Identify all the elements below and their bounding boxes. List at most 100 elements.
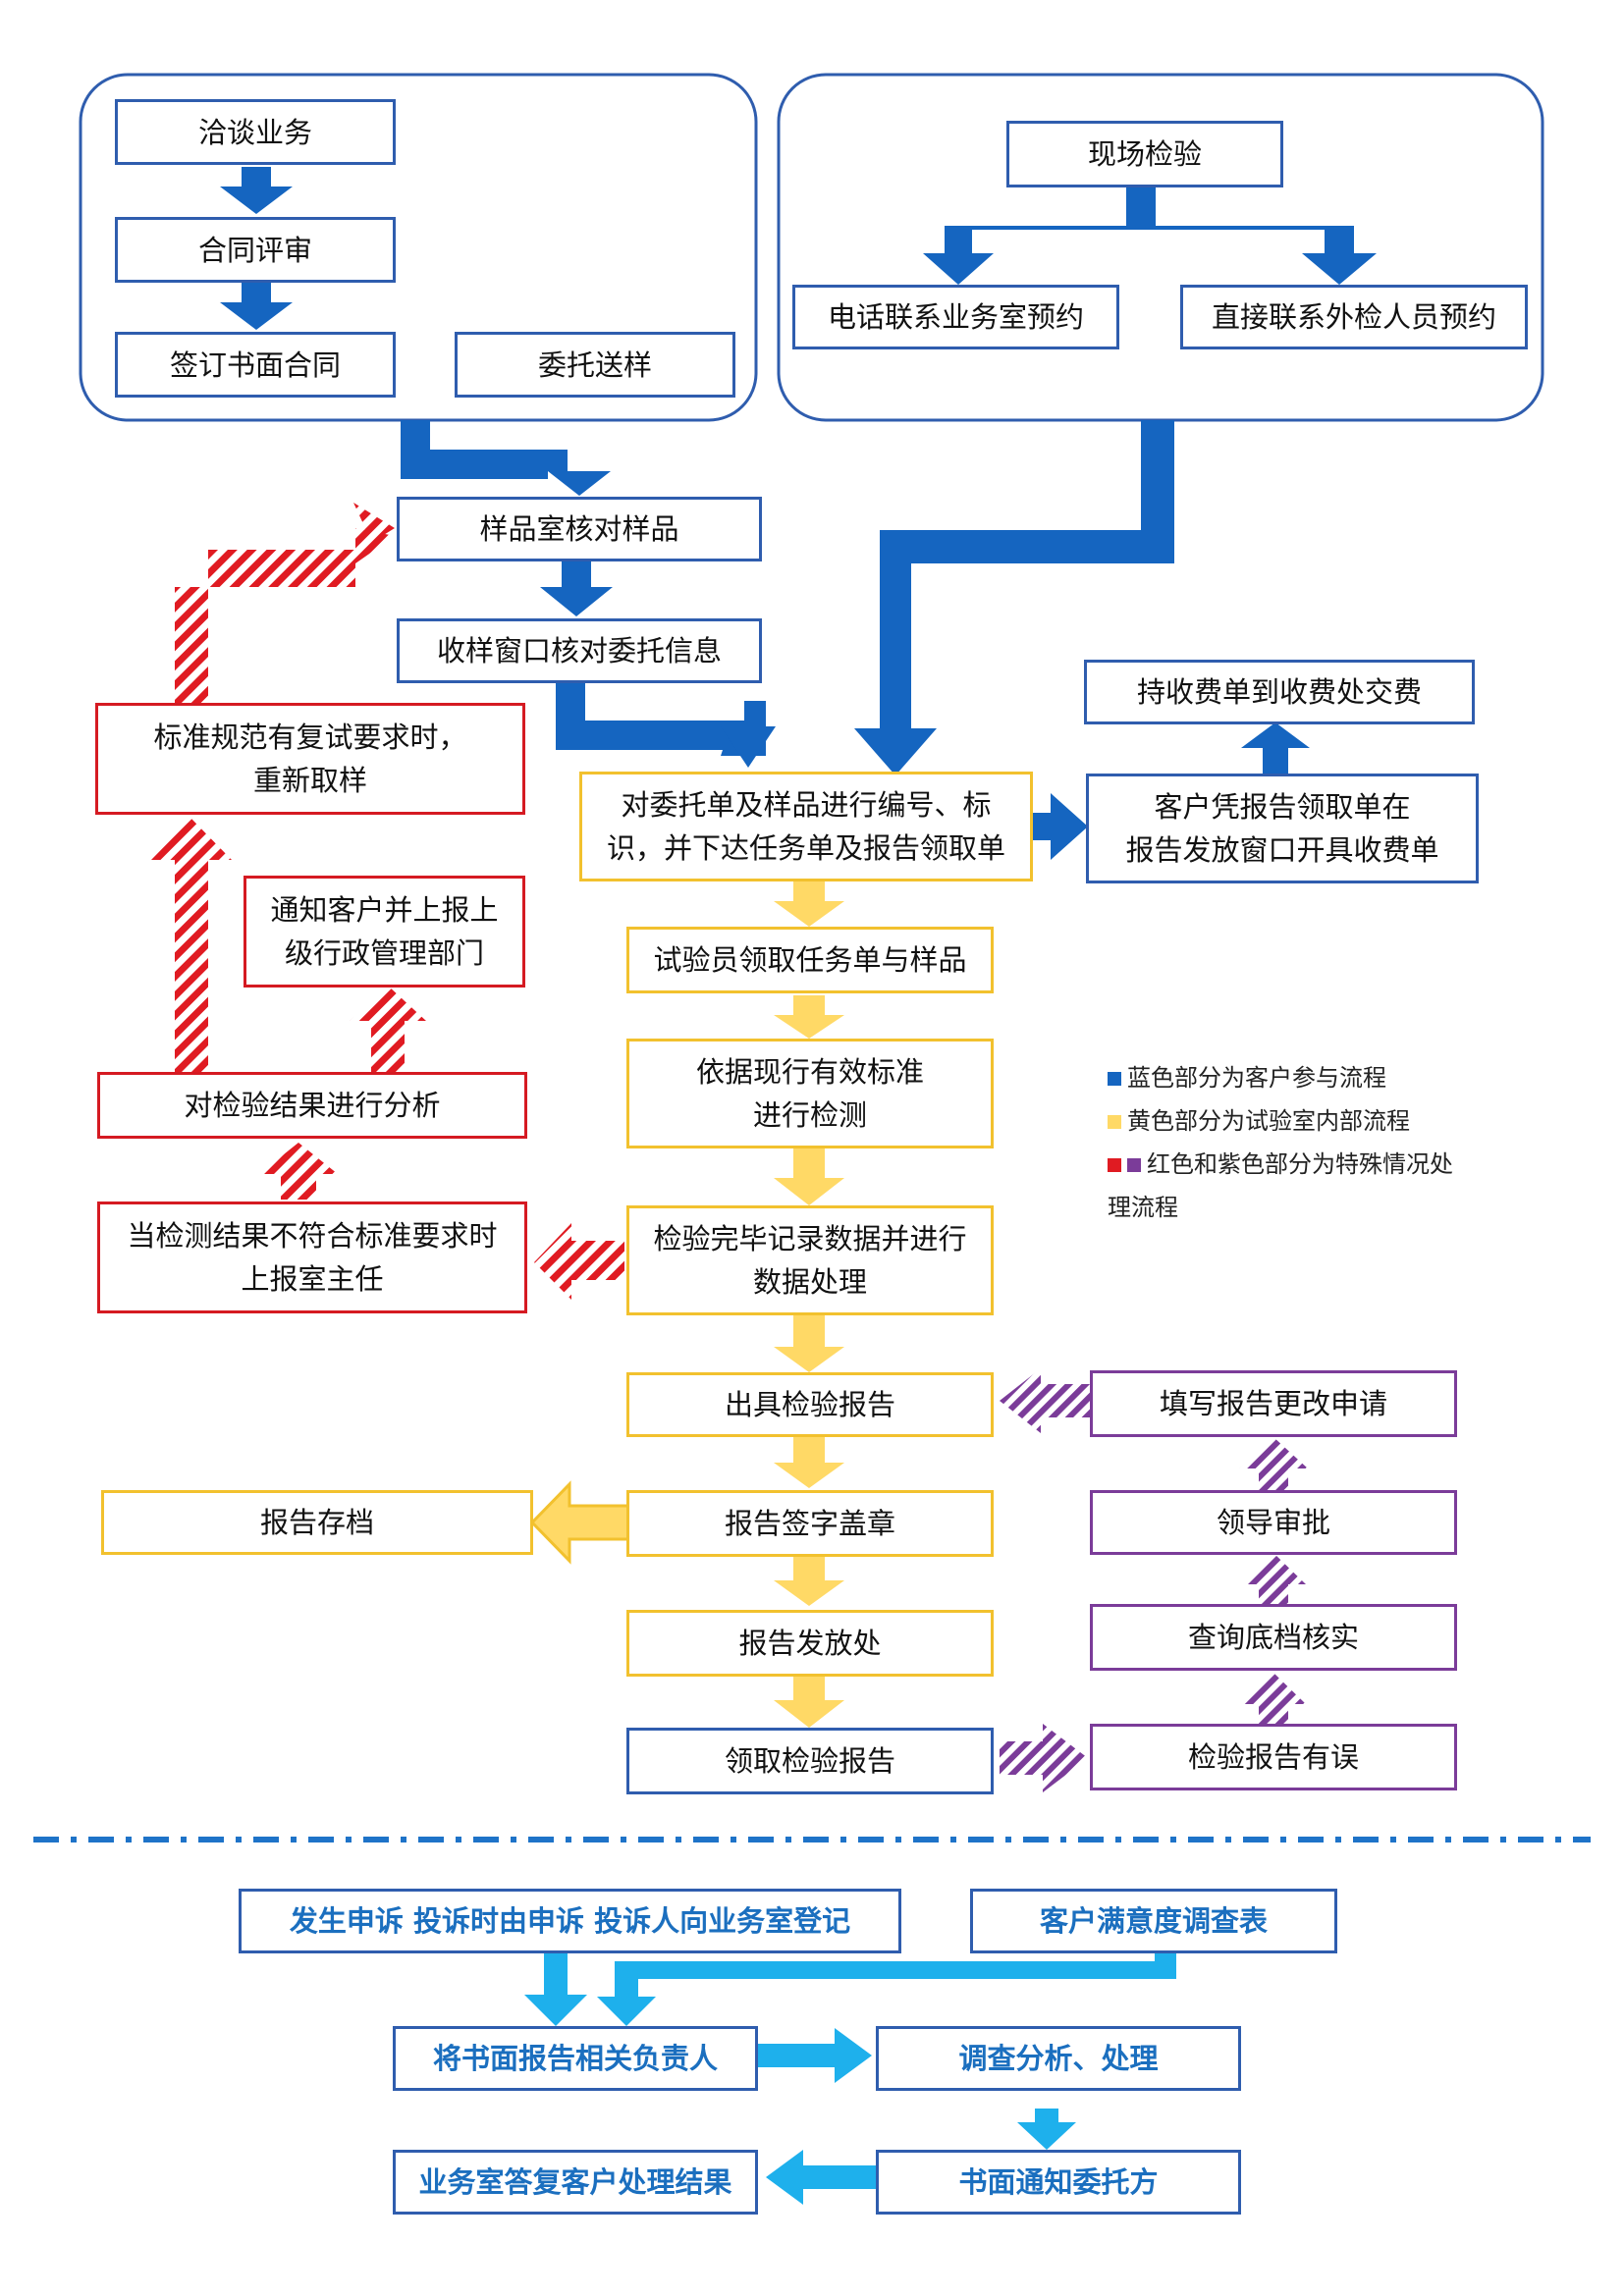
notify-client-line-1: 通知客户并上报上 bbox=[270, 893, 499, 927]
arrow-window-to-numbering bbox=[556, 683, 766, 756]
tester-receive-label: 试验员领取任务单与样品 bbox=[653, 943, 967, 977]
legend-item-red-purple: 红色和紫色部分为特殊情况处 bbox=[1108, 1147, 1453, 1182]
sample-check-label: 样品室核对样品 bbox=[479, 512, 679, 546]
arrow-verify-to-approval bbox=[1241, 1553, 1306, 1604]
negotiate-label: 洽谈业务 bbox=[197, 115, 312, 149]
arrow-dispatch-to-collect bbox=[774, 1677, 844, 1728]
arrow-record-to-director bbox=[534, 1223, 624, 1300]
reply-client-label: 业务室答复客户处理结果 bbox=[418, 2165, 732, 2199]
arrow-left-group-to-sample-check bbox=[401, 420, 611, 496]
report-director-box: 当检测结果不符合标准要求时 上报室主任 bbox=[97, 1201, 527, 1313]
arrow-complaint-to-responsible bbox=[524, 1953, 587, 2026]
arrow-retest-loop-head bbox=[353, 503, 395, 554]
to-responsible-label: 将书面报告相关负责人 bbox=[432, 2042, 718, 2075]
change-request-box: 填写报告更改申请 bbox=[1090, 1370, 1457, 1437]
retest-resample-line-1: 标准规范有复试要求时， bbox=[153, 721, 467, 754]
fee-slip-box: 客户凭报告领取单在 报告发放窗口开具收费单 bbox=[1086, 774, 1479, 883]
entrust-sample-label: 委托送样 bbox=[537, 347, 652, 382]
survey-box: 客户满意度调查表 bbox=[970, 1889, 1337, 1953]
report-dispatch-box: 报告发放处 bbox=[626, 1610, 994, 1677]
legend-text-yellow: 黄色部分为试验室内部流程 bbox=[1127, 1107, 1410, 1135]
arrow-sign-to-dispatch bbox=[774, 1557, 844, 1606]
arrow-numbering-to-feeslip bbox=[1033, 793, 1088, 860]
investigate-label: 调查分析、处理 bbox=[958, 2042, 1159, 2075]
written-notice-box: 书面通知委托方 bbox=[876, 2150, 1241, 2215]
test-by-standard-line-1: 依据现行有效标准 bbox=[695, 1055, 924, 1089]
test-by-standard-box: 依据现行有效标准 进行检测 bbox=[626, 1039, 994, 1148]
direct-reserve-box: 直接联系外检人员预约 bbox=[1180, 285, 1528, 349]
entrust-sample-box: 委托送样 bbox=[455, 332, 735, 398]
arrow-sample-to-window bbox=[540, 561, 613, 616]
arrow-onsite-to-phone bbox=[923, 187, 1377, 285]
legend-swatch-yellow bbox=[1108, 1115, 1121, 1129]
arrow-feeslip-to-pay bbox=[1241, 722, 1310, 774]
sign-seal-box: 报告签字盖章 bbox=[626, 1490, 994, 1557]
legend-swatch-red bbox=[1108, 1158, 1121, 1172]
arrow-survey-to-responsible bbox=[597, 1953, 1176, 2026]
window-check-box: 收样窗口核对委托信息 bbox=[397, 618, 762, 683]
complaint-label: 发生申诉 投诉时由申诉 投诉人向业务室登记 bbox=[289, 1904, 851, 1938]
arrow-approval-to-change bbox=[1239, 1437, 1308, 1490]
to-responsible-box: 将书面报告相关负责人 bbox=[393, 2026, 758, 2091]
arrow-analyze-to-retest bbox=[151, 819, 232, 1072]
issue-report-box: 出具检验报告 bbox=[626, 1372, 994, 1437]
arrow-numbering-to-tester bbox=[774, 881, 844, 927]
contract-review-box: 合同评审 bbox=[115, 217, 396, 283]
sign-seal-label: 报告签字盖章 bbox=[724, 1507, 895, 1540]
fee-slip-line-2: 报告发放窗口开具收费单 bbox=[1125, 833, 1439, 867]
legend-item-yellow: 黄色部分为试验室内部流程 bbox=[1108, 1103, 1453, 1139]
arrow-test-to-record bbox=[774, 1148, 844, 1205]
numbering-box: 对委托单及样品进行编号、标 识，并下达任务单及报告领取单 bbox=[579, 772, 1033, 881]
legend-text-red-purple-2: 理流程 bbox=[1108, 1194, 1178, 1221]
report-error-box: 检验报告有误 bbox=[1090, 1724, 1457, 1790]
legend-text-blue: 蓝色部分为客户参与流程 bbox=[1127, 1064, 1386, 1092]
phone-reserve-box: 电话联系业务室预约 bbox=[792, 285, 1119, 349]
analyze-result-label: 对检验结果进行分析 bbox=[184, 1089, 441, 1122]
record-data-line-1: 检验完毕记录数据并进行 bbox=[653, 1222, 967, 1255]
change-request-label: 填写报告更改申请 bbox=[1159, 1387, 1387, 1420]
legend-swatch-blue bbox=[1108, 1072, 1121, 1086]
notify-client-line-2: 级行政管理部门 bbox=[284, 936, 484, 970]
report-dispatch-label: 报告发放处 bbox=[738, 1627, 882, 1660]
investigate-box: 调查分析、处理 bbox=[876, 2026, 1241, 2091]
arrow-investigate-to-notice bbox=[1017, 2109, 1076, 2150]
tester-receive-box: 试验员领取任务单与样品 bbox=[626, 927, 994, 993]
reply-client-box: 业务室答复客户处理结果 bbox=[393, 2150, 758, 2215]
retest-resample-line-2: 重新取样 bbox=[252, 764, 367, 797]
sign-contract-box: 签订书面合同 bbox=[115, 332, 396, 398]
collect-report-label: 领取检验报告 bbox=[724, 1744, 895, 1778]
record-data-line-2: 数据处理 bbox=[752, 1265, 867, 1299]
onsite-inspection-label: 现场检验 bbox=[1087, 137, 1202, 171]
arrow-director-to-analyze bbox=[259, 1143, 338, 1200]
legend-swatch-purple bbox=[1127, 1158, 1141, 1172]
contract-review-label: 合同评审 bbox=[197, 233, 312, 267]
phone-reserve-label: 电话联系业务室预约 bbox=[827, 300, 1084, 334]
retest-resample-box: 标准规范有复试要求时， 重新取样 bbox=[95, 703, 525, 815]
numbering-line-1: 对委托单及样品进行编号、标 bbox=[621, 788, 992, 822]
arrow-negotiate-to-review bbox=[220, 167, 293, 214]
red-hatched-arrows bbox=[151, 503, 624, 1300]
arrow-sign-to-archive bbox=[529, 1480, 630, 1565]
legend: 蓝色部分为客户参与流程 黄色部分为试验室内部流程 红色和紫色部分为特殊情况处 理… bbox=[1108, 1060, 1453, 1225]
legend-text-red-purple: 红色和紫色部分为特殊情况处 bbox=[1147, 1150, 1453, 1178]
test-by-standard-line-2: 进行检测 bbox=[752, 1098, 867, 1132]
report-director-line-2: 上报室主任 bbox=[241, 1262, 384, 1296]
blue-arrows bbox=[220, 167, 1377, 860]
purple-hatched-arrows bbox=[1000, 1368, 1308, 1792]
yellow-arrows bbox=[529, 881, 844, 1728]
numbering-line-2: 识，并下达任务单及报告领取单 bbox=[606, 831, 1005, 865]
cyan-arrows bbox=[524, 1953, 1176, 2205]
archive-verify-box: 查询底档核实 bbox=[1090, 1604, 1457, 1671]
collect-report-box: 领取检验报告 bbox=[626, 1728, 994, 1794]
arrow-collect-to-error bbox=[1000, 1724, 1088, 1792]
direct-reserve-label: 直接联系外检人员预约 bbox=[1211, 300, 1496, 334]
leader-approval-box: 领导审批 bbox=[1090, 1490, 1457, 1555]
report-director-line-1: 当检测结果不符合标准要求时 bbox=[127, 1219, 498, 1253]
arrow-record-to-issue bbox=[774, 1315, 844, 1372]
fee-slip-line-1: 客户凭报告领取单在 bbox=[1154, 790, 1411, 824]
sign-contract-label: 签订书面合同 bbox=[169, 347, 341, 382]
fee-pay-label: 持收费单到收费处交费 bbox=[1136, 675, 1422, 709]
legend-item-blue: 蓝色部分为客户参与流程 bbox=[1108, 1060, 1453, 1095]
record-data-box: 检验完毕记录数据并进行 数据处理 bbox=[626, 1205, 994, 1315]
